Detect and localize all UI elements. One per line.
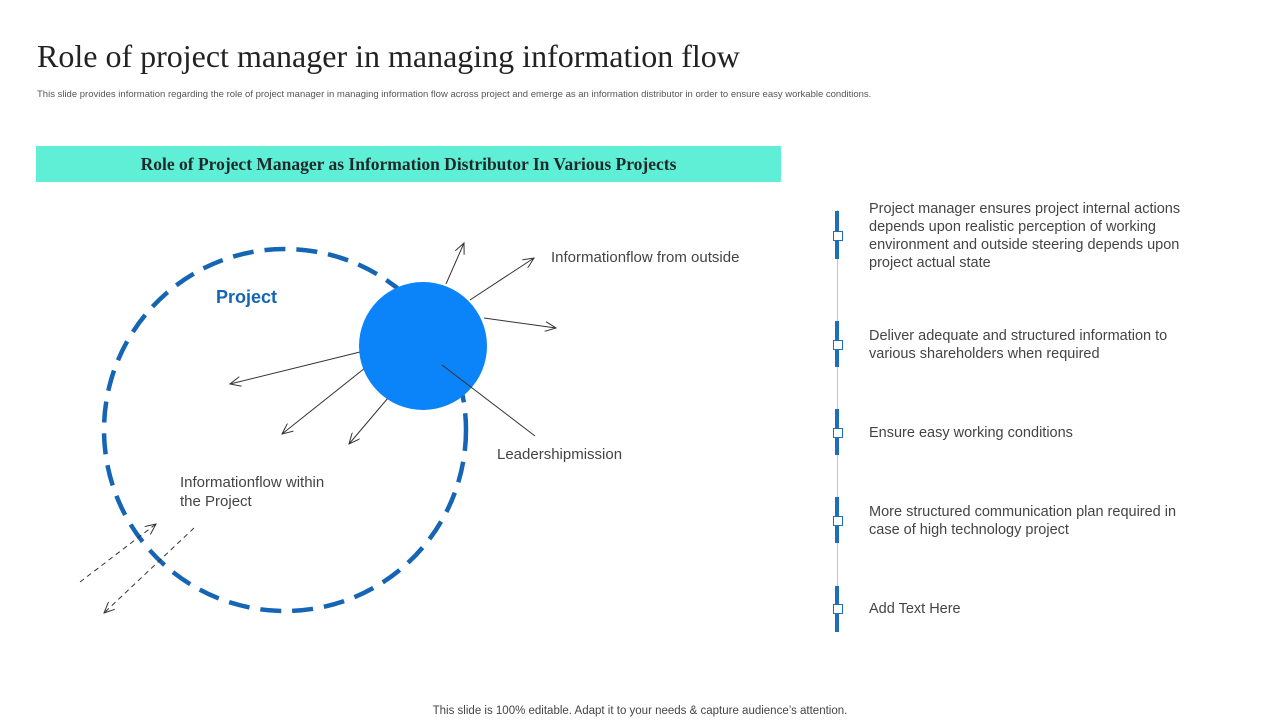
timeline-text: Ensure easy working conditions [869, 425, 1073, 441]
timeline-node [833, 604, 843, 614]
leadership-pointer-line [441, 364, 536, 437]
timeline-text: Deliver adequate and structured informat… [869, 328, 1168, 362]
timeline-node [833, 428, 843, 438]
outside-flow-label: Informationflow from outside [551, 249, 740, 266]
dashed-arrow-inbound [79, 524, 156, 583]
arrow-outside-up [445, 243, 464, 285]
slide-footer: This slide is 100% editable. Adapt it to… [432, 705, 848, 717]
project-boundary-circle [101, 246, 469, 614]
arrow-inside-down [349, 397, 389, 444]
within-flow-label: Informationflow within the Project [180, 474, 325, 510]
arrow-inside-lower-left [282, 367, 366, 434]
timeline-node [833, 231, 843, 241]
slide-subtitle: This slide provides information regardin… [37, 89, 872, 100]
arrow-inside-left [230, 351, 361, 384]
timeline-node [833, 516, 843, 526]
timeline-text: Add Text Here [869, 601, 961, 617]
section-banner: Role of Project Manager as Information D… [36, 146, 781, 182]
dashed-arrow-outbound [104, 527, 195, 613]
timeline-text: Project manager ensures project internal… [869, 201, 1181, 271]
timeline-node [833, 340, 843, 350]
timeline-text: More structured communication plan requi… [869, 504, 1177, 538]
leadership-label: Leadershipmission [497, 446, 623, 463]
project-label: Project [216, 287, 278, 307]
information-flow-diagram [79, 0, 800, 720]
banner-title: Role of Project Manager as Information D… [140, 153, 677, 174]
arrow-outside-diagonal [469, 258, 534, 301]
slide-title: Role of project manager in managing info… [37, 38, 740, 74]
arrow-outside-right [483, 317, 556, 328]
project-manager-sphere [359, 282, 487, 410]
